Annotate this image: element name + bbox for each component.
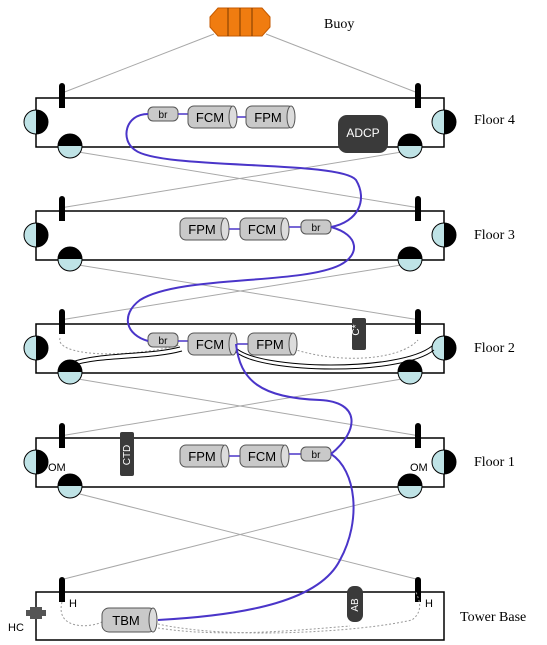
module-fcm: FCM [248, 222, 276, 237]
c-star-box [352, 318, 366, 350]
floor-label: Floor 2 [474, 341, 515, 356]
adcp-box [338, 115, 388, 153]
floor-2: br FCM FPM C* Floor 2 [23, 309, 515, 385]
om-label-left: OM [48, 462, 66, 474]
mooring-lines [59, 33, 421, 581]
ab-label: AB [350, 598, 361, 612]
module-br: br [159, 336, 169, 347]
module-br: br [312, 450, 322, 461]
om-label-right: OM [410, 462, 428, 474]
module-tbm: TBM [112, 613, 139, 628]
h-label-left: H [69, 598, 77, 610]
floor-label: Floor 4 [474, 113, 515, 128]
h-label-right: H [425, 598, 433, 610]
module-fcm: FCM [248, 449, 276, 464]
adcp-label: ADCP [346, 126, 379, 140]
module-br: br [312, 223, 322, 234]
module-fcm: FCM [196, 337, 224, 352]
module-fpm: FPM [188, 222, 215, 237]
ctd-box [120, 432, 134, 476]
base-frame [35, 591, 445, 641]
floor-3: FPM FCM br Floor 3 [23, 196, 515, 272]
module-fpm: FPM [254, 110, 281, 125]
floor-4: br FCM FPM ADCP Floor 4 [23, 83, 515, 159]
backbone-cable [125, 113, 362, 621]
ab-box [347, 586, 363, 622]
tower-base: H H HC TBM AB Tower Base [8, 577, 526, 641]
module-fcm: FCM [196, 110, 224, 125]
buoy-label: Buoy [324, 17, 354, 32]
floor-label: Floor 1 [474, 455, 515, 470]
module-br: br [159, 110, 169, 121]
floor-1: OM OM CTD FPM FCM br Floor 1 [23, 423, 515, 499]
c-star-label: C* [351, 324, 362, 335]
module-fpm: FPM [188, 449, 215, 464]
buoy: Buoy [209, 7, 354, 37]
hc-label: HC [8, 622, 24, 634]
module-fpm: FPM [256, 337, 283, 352]
floor-label: Floor 3 [474, 228, 515, 243]
base-label: Tower Base [460, 610, 526, 625]
ctd-label: CTD [122, 445, 133, 466]
